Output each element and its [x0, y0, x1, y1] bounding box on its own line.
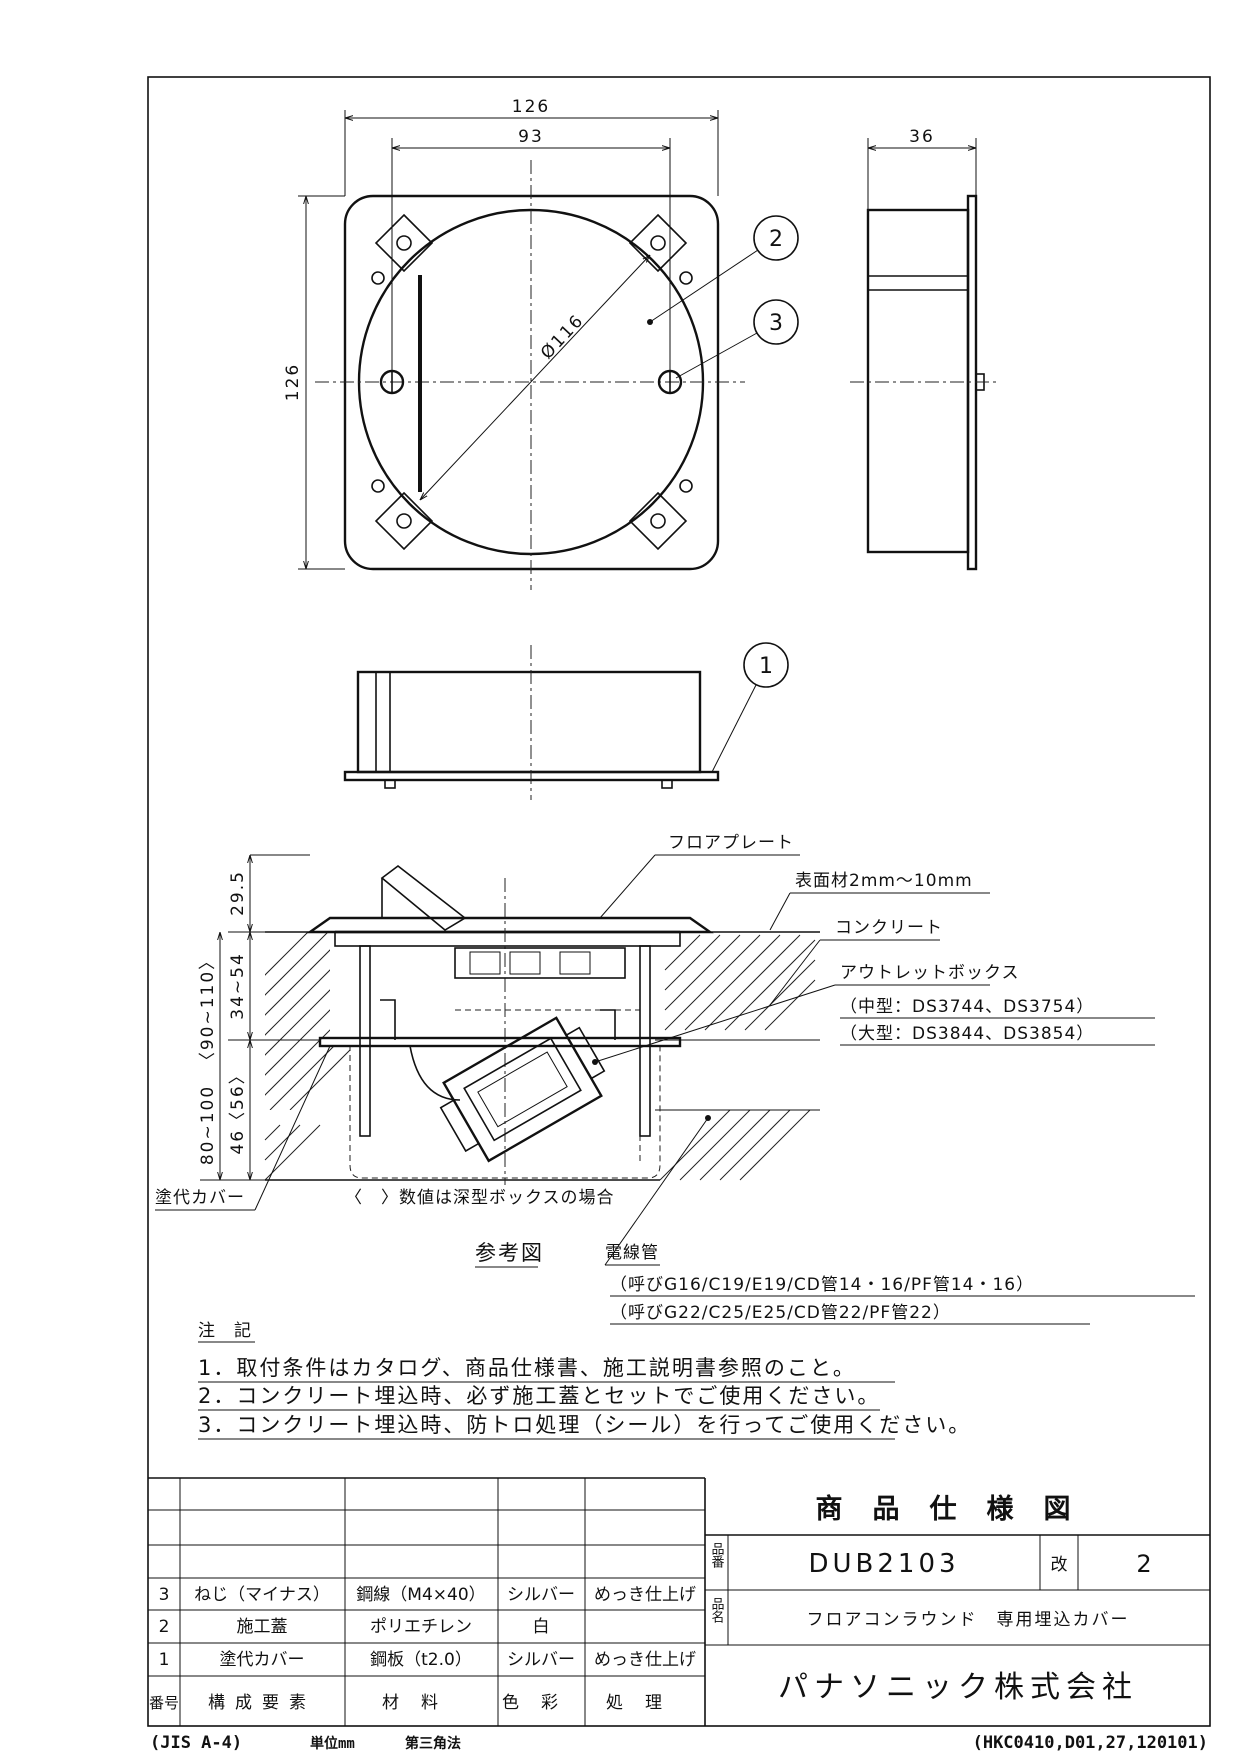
svg-text:めっき仕上げ: めっき仕上げ [594, 1585, 696, 1605]
rev-label: 改 [1051, 1555, 1068, 1575]
table-row: 3 ねじ（マイナス） 鋼線（M4×40） シルバー めっき仕上げ [159, 1585, 696, 1605]
height-dim: 126 [283, 363, 303, 401]
svg-text:シルバー: シルバー [507, 1650, 575, 1670]
depth-dim: 36 [909, 127, 935, 147]
title-block: 商品仕様図 品番 DUB2103 改 2 品名 フロアコンラウンド 専用埋込カバ… [705, 1494, 1210, 1705]
svg-text:めっき仕上げ: めっき仕上げ [594, 1650, 696, 1670]
deep-box-note: 〈 〉数値は深型ボックスの場合 [345, 1188, 615, 1208]
table-row: 1 塗代カバー 鋼板（t2.0） シルバー めっき仕上げ [159, 1649, 696, 1670]
balloon-1: 1 [711, 642, 789, 773]
company-name: パナソニック株式会社 [778, 1670, 1138, 1705]
finish-label: 表面材2mm～10mm [795, 871, 973, 891]
svg-text:鋼線（M4×40）: 鋼線（M4×40） [356, 1585, 485, 1605]
svg-text:1: 1 [159, 1650, 170, 1670]
notes-block: 注 記 1．取付条件はカタログ、商品仕様書、施工説明書参照のこと。 2．コンクリ… [198, 1321, 971, 1440]
conduit-label: 電線管 [605, 1243, 659, 1263]
concrete-label: コンクリート [835, 918, 943, 938]
dim-upper: 34~54 [228, 952, 248, 1020]
side-view: 36 [850, 127, 1000, 571]
svg-text:2: 2 [769, 227, 783, 252]
conduit-line-1: （呼びG16/C19/E19/CD管14・16/PF管14・16） [610, 1275, 1034, 1295]
note-2: 2．コンクリート埋込時、必ず施工蓋とセットでご使用ください。 [198, 1384, 880, 1408]
part-number: DUB2103 [808, 1549, 959, 1579]
paper-size: (JIS A-4) [150, 1733, 242, 1753]
projection-note: 第三角法 [405, 1735, 461, 1752]
product-name: フロアコンラウンド 専用埋込カバー [807, 1610, 1130, 1630]
mid-type-label: （中型：DS3744、DS3754） [840, 997, 1094, 1017]
note-1: 1．取付条件はカタログ、商品仕様書、施工説明書参照のこと。 [198, 1356, 856, 1380]
conduit-line-2: （呼びG22/C25/E25/CD管22/PF管22） [610, 1303, 951, 1323]
large-type-label: （大型：DS3844、DS3854） [840, 1024, 1094, 1044]
notes-heading: 注 記 [198, 1321, 252, 1341]
cover-label: 塗代カバー [155, 1187, 245, 1208]
diameter-dim: Ø116 [537, 310, 588, 363]
part-no-label: 品番 [709, 1542, 725, 1569]
table-header: 番号 構成要素 材料 色彩 処理 [149, 1693, 684, 1713]
floor-plate-label: フロアプレート [668, 833, 794, 853]
dim-plate: 29.5 [228, 870, 248, 916]
svg-text:2: 2 [159, 1617, 170, 1637]
name-label: 品名 [709, 1597, 725, 1623]
svg-text:構成要素: 構成要素 [208, 1693, 316, 1713]
section-view: 29.5 34~54 46〈56〉 80~100 〈90~110〉 フロアプレー… [155, 833, 1195, 1325]
svg-text:ポリエチレン: ポリエチレン [370, 1617, 472, 1637]
footer: (JIS A-4) 単位mm 第三角法 (HKC0410,D01,27,1201… [150, 1733, 1208, 1753]
dim-total-a: 80~100 [198, 1085, 218, 1165]
document-code: (HKC0410,D01,27,120101) [973, 1733, 1208, 1753]
outlet-box-label: アウトレットボックス [840, 963, 1020, 983]
hole-pitch-dim: 93 [518, 127, 544, 147]
parts-table: 3 ねじ（マイナス） 鋼線（M4×40） シルバー めっき仕上げ 2 施工蓋 ポ… [148, 1477, 706, 1726]
sheet-border [147, 76, 1211, 1727]
front-view [343, 645, 720, 800]
reference-label: 参考図 [475, 1241, 544, 1265]
svg-text:ねじ（マイナス）: ねじ（マイナス） [194, 1585, 330, 1605]
svg-text:シルバー: シルバー [507, 1585, 575, 1605]
balloon-2: 2 [649, 215, 799, 323]
balloon-3: 3 [675, 299, 799, 379]
mounting-tab [374, 213, 688, 551]
svg-text:色彩: 色彩 [502, 1693, 580, 1713]
svg-text:処理: 処理 [606, 1693, 684, 1713]
table-row: 2 施工蓋 ポリエチレン 白 [159, 1617, 550, 1637]
width-dim: 126 [512, 97, 550, 117]
svg-text:白: 白 [533, 1617, 550, 1637]
note-3: 3．コンクリート埋込時、防トロ処理（シール）を行ってご使用ください。 [198, 1413, 971, 1437]
svg-text:施工蓋: 施工蓋 [237, 1617, 288, 1637]
svg-text:材料: 材料 [382, 1693, 460, 1713]
rev-number: 2 [1136, 1550, 1151, 1578]
svg-text:3: 3 [769, 311, 783, 336]
dim-lower: 46〈56〉 [228, 1065, 248, 1154]
svg-text:3: 3 [159, 1585, 170, 1605]
svg-text:鋼板（t2.0）: 鋼板（t2.0） [370, 1650, 472, 1670]
svg-text:1: 1 [759, 654, 773, 679]
dim-total-b: 〈90~110〉 [198, 951, 218, 1069]
svg-text:塗代カバー: 塗代カバー [220, 1649, 305, 1670]
top-view: Ø116 126 93 126 [283, 97, 745, 590]
unit-note: 単位mm [310, 1735, 355, 1752]
svg-text:番号: 番号 [149, 1694, 179, 1712]
sheet-title: 商品仕様図 [816, 1494, 1101, 1525]
